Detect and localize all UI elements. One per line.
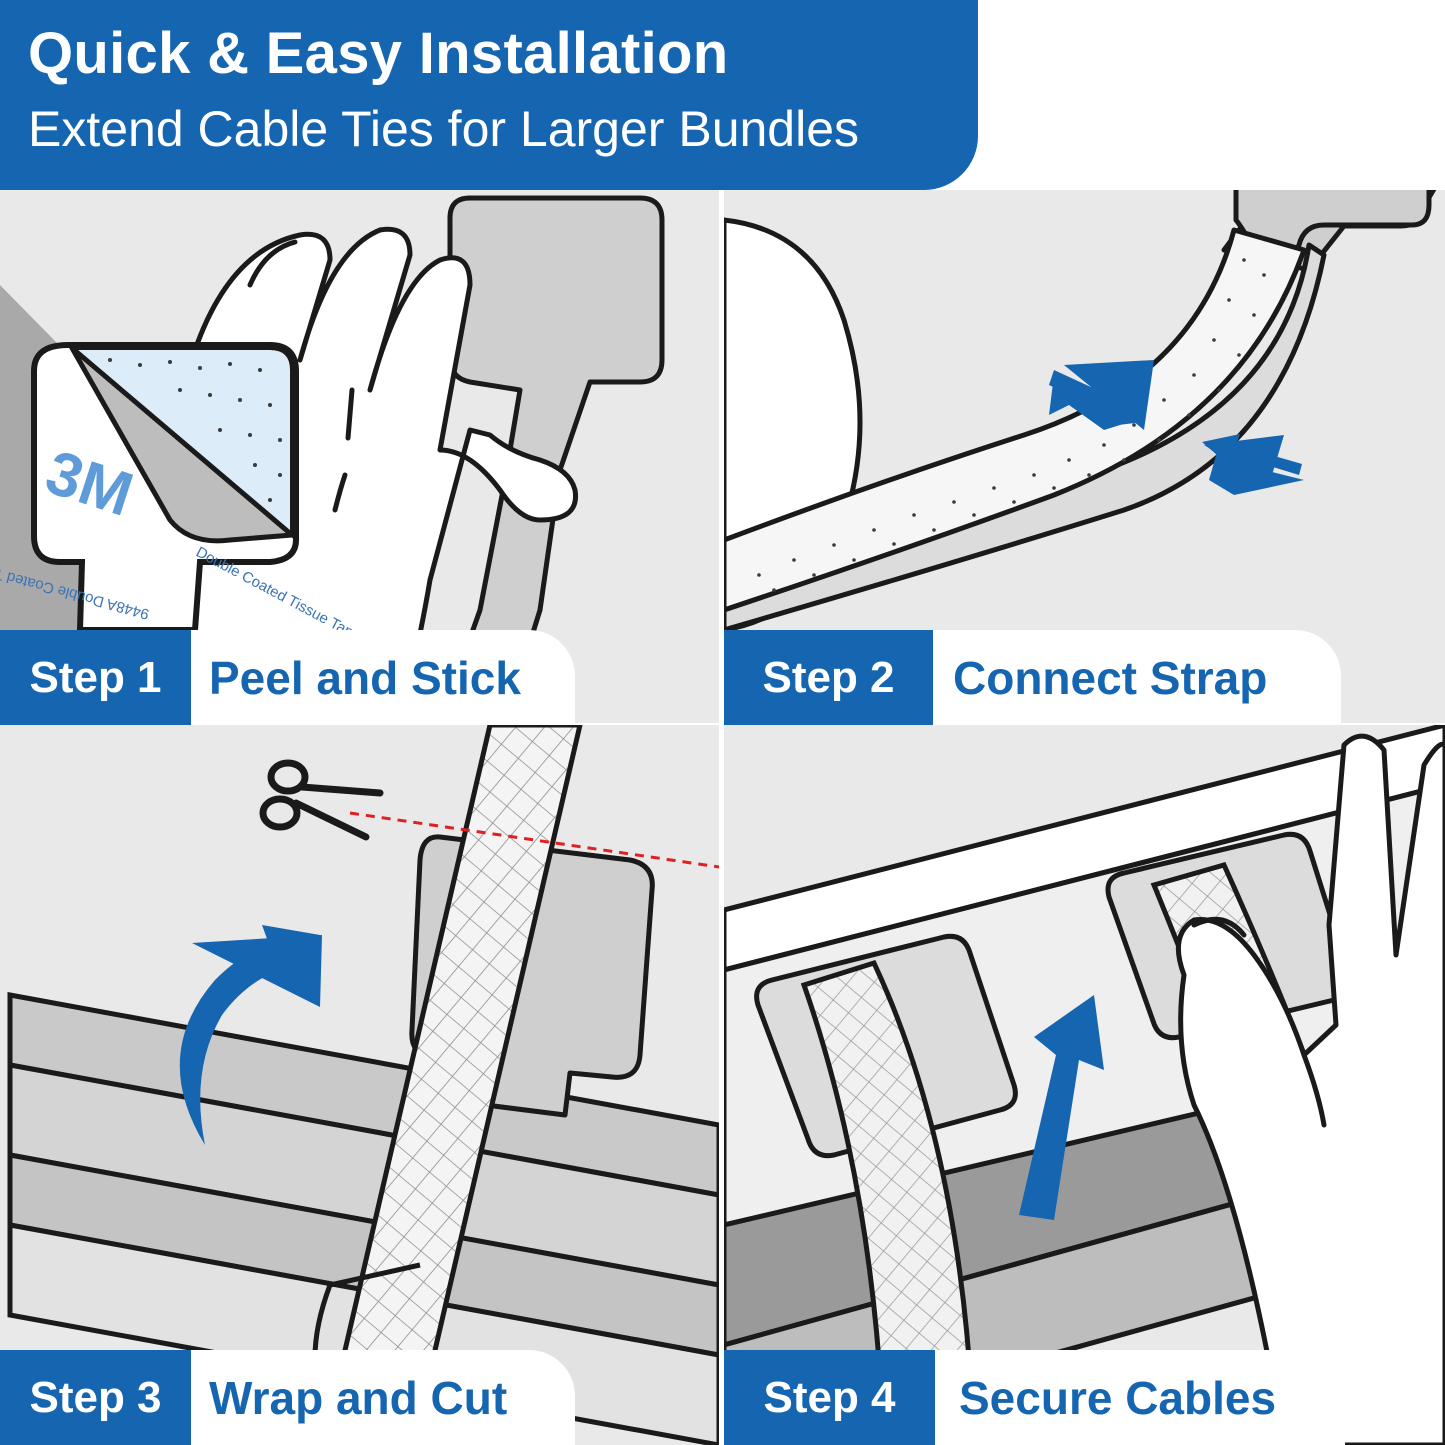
step-2-illustration [724, 190, 1437, 633]
step-3-panel [0, 725, 719, 1445]
page-title: Quick & Easy Installation [28, 21, 729, 86]
step-3-label: Step 3 Wrap and Cut [0, 1350, 575, 1445]
step-4-illustration [724, 725, 1445, 1445]
step-4-panel [724, 725, 1445, 1445]
arrow-icon [1049, 370, 1302, 475]
step-4-label: Step 4 Secure Cables [724, 1350, 1345, 1445]
cut-line [349, 811, 719, 869]
strap-dots [757, 258, 1266, 592]
step-4-title: Secure Cables [935, 1350, 1345, 1445]
step-2-panel [724, 190, 1445, 723]
step-1-panel: 3M Double Coated Tissue Tape 9448A Doubl… [0, 190, 719, 723]
step-1-illustration: 3M Double Coated Tissue Tape 9448A Doubl… [0, 195, 665, 723]
step-2-label: Step 2 Connect Strap [724, 630, 1341, 725]
step-3-number: Step 3 [0, 1350, 191, 1445]
hand-icon [1175, 733, 1445, 1445]
step-1-number: Step 1 [0, 630, 191, 725]
step-1-label: Step 1 Peel and Stick [0, 630, 575, 725]
header-banner: Quick & Easy Installation Extend Cable T… [0, 0, 978, 190]
step-4-number: Step 4 [724, 1350, 935, 1445]
page-subtitle: Extend Cable Ties for Larger Bundles [28, 101, 860, 157]
step-3-title: Wrap and Cut [191, 1350, 575, 1445]
arrow-icon [1019, 995, 1104, 1220]
step-3-illustration [7, 725, 719, 1445]
step-2-title: Connect Strap [933, 630, 1341, 725]
step-1-title: Peel and Stick [191, 630, 575, 725]
arrow-icon [179, 925, 322, 1145]
tie-mount-icon [437, 195, 665, 723]
scissors-icon [259, 759, 384, 841]
step-2-number: Step 2 [724, 630, 933, 725]
